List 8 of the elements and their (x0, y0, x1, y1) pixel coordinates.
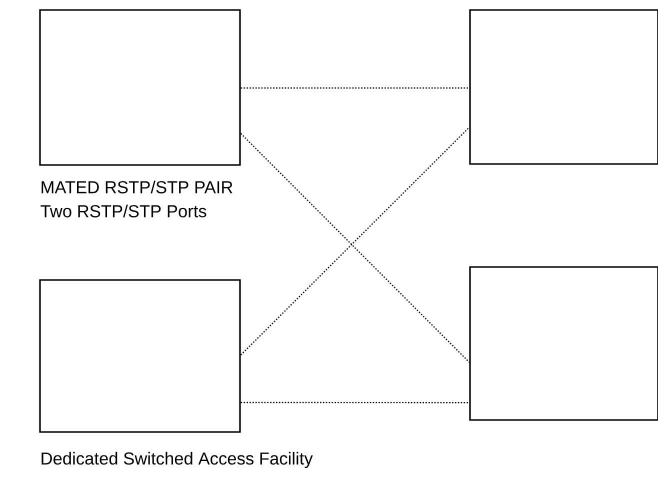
caption-text: Dedicated Switched Access Facility (42, 452, 313, 468)
switch-box (469, 9, 658, 165)
dotted-link (240, 87, 470, 89)
switch-box (469, 266, 658, 421)
switch-box (39, 9, 241, 166)
switch-box (39, 279, 241, 433)
dotted-link (240, 402, 470, 404)
caption-text: Two RSTP/STP Ports (40, 204, 206, 218)
